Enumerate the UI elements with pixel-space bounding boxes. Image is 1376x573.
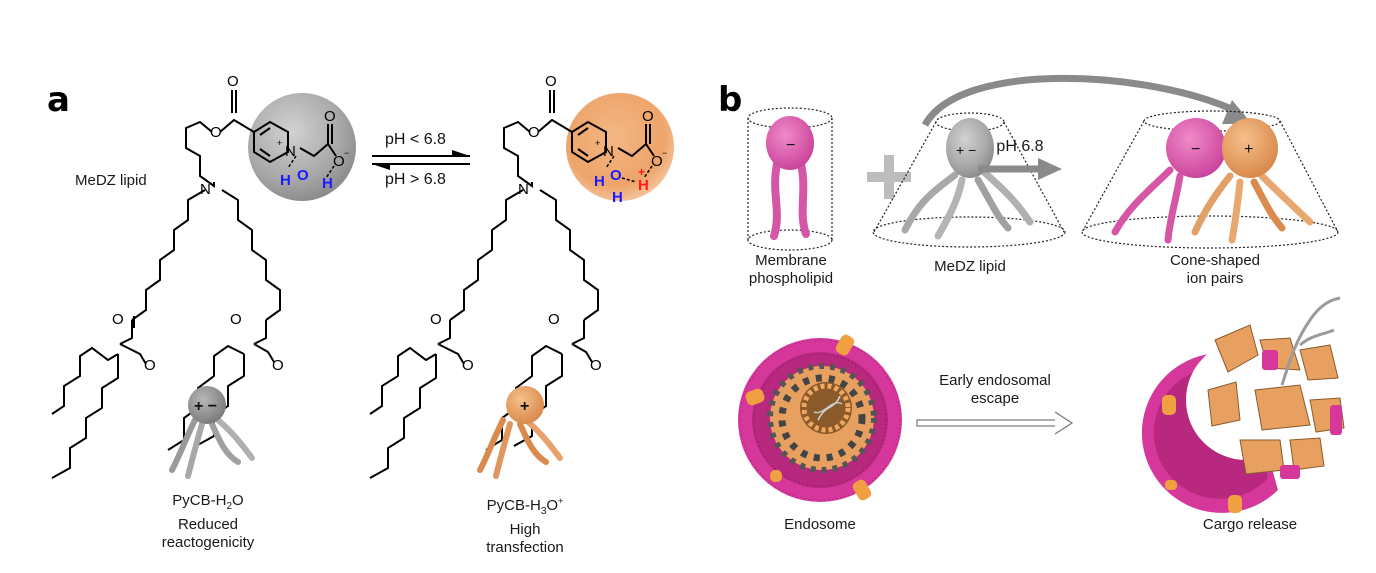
atom-plus-proton-right: + (638, 165, 645, 179)
atom-plus-left: + (277, 138, 282, 148)
atom-n-amine-right: N (518, 181, 529, 198)
medz-molecule (901, 118, 1034, 240)
atom-o-ester2-right: O (430, 311, 442, 328)
atom-h-proton-right: H (638, 177, 649, 194)
cone-shaped-ion-pairs-label: Cone-shaped ion pairs (1160, 252, 1270, 288)
left-molecule-bonds (51, 90, 337, 479)
cargo-release-label: Cargo release (1202, 516, 1298, 533)
formula-sub: 2 (226, 501, 233, 512)
left-species-line2: Reduced (177, 516, 239, 533)
membrane-label-line1: Membrane (755, 252, 827, 269)
formula-tail: O (546, 497, 559, 514)
left-species-formula: PyCB-H2O (138, 492, 278, 516)
formula-sub: 3 (540, 506, 547, 517)
atom-plus-right: + (595, 138, 600, 148)
right-molecule-bonds (369, 90, 655, 479)
orange-lipid-charge: + (520, 398, 529, 415)
atom-h2-water-left: H (322, 175, 333, 192)
atom-o-carbonyl-left: O (227, 73, 239, 90)
ion-pair-label-line2: ion pairs (1186, 270, 1244, 287)
medz-cone (872, 112, 1066, 248)
gray-lipid-charge: + − (194, 398, 217, 415)
ph-arrow-label: pH 6.8 (996, 138, 1044, 155)
atom-o-ester2-left: O (112, 311, 124, 328)
plus-sign (867, 155, 911, 199)
atom-h1-water-left: H (280, 172, 291, 189)
atom-n-amine-left: N (200, 181, 211, 198)
phospholipid-charge: − (786, 137, 795, 154)
formula-main: PyCB-H (486, 497, 541, 514)
ph-arrow-head (1038, 158, 1062, 180)
atom-n-pyridinium-right: N (603, 143, 614, 160)
formula-sup: + (558, 496, 564, 506)
ion-pair-molecules (1111, 118, 1314, 244)
cartoon-lipid-gray (169, 386, 255, 479)
right-species-line2: High (509, 521, 541, 538)
atom-o-carbonyl2-left: O (144, 357, 156, 374)
atom-o-ester-right: O (528, 124, 540, 141)
atom-o-hydronium-right: O (610, 167, 622, 184)
cartoon-lipid-orange (477, 386, 563, 479)
membrane-phospholipid-label: Membrane phospholipid (736, 252, 846, 288)
left-species-line3: reactogenicity (161, 534, 255, 551)
atom-o-carbonyl2-right: O (462, 357, 474, 374)
panel-b-letter: b (718, 80, 743, 120)
membrane-label-line2: phospholipid (748, 270, 834, 287)
endosome-label: Endosome (784, 516, 856, 533)
phospholipid-molecule (766, 116, 814, 240)
escape-arrow (916, 411, 1074, 435)
right-species-line3: transfection (486, 539, 564, 556)
atom-o-carbonyl3-left: O (272, 357, 284, 374)
ion-pair-neg-charge: − (1191, 141, 1200, 158)
medz-lipid-label-b: MeDZ lipid (934, 258, 1006, 275)
curved-arrow-head (1222, 100, 1252, 124)
atom-o-acid-left: O (324, 108, 336, 125)
atom-o-ester-left: O (210, 124, 222, 141)
atom-minus-left: − (344, 148, 349, 158)
right-species-formula: PyCB-H3O+ (455, 492, 595, 521)
atom-o-acid-right: O (642, 108, 654, 125)
early-endosomal-escape-label: Early endosomal escape (930, 372, 1060, 408)
formula-tail: O (232, 492, 244, 509)
left-species-caption: PyCB-H2O Reduced reactogenicity (138, 492, 278, 552)
atom-h2-hydronium-right: H (612, 189, 623, 206)
atom-h1-hydronium-right: H (594, 173, 605, 190)
ion-pair-pos-charge: + (1244, 141, 1253, 158)
medz-charge: + − (956, 142, 976, 158)
atom-o-anion-left: O (333, 153, 345, 170)
left-headgroup-sphere (248, 93, 356, 201)
atom-minus-right: − (662, 148, 667, 158)
escape-label-line2: escape (970, 390, 1020, 407)
medz-lipid-label: MeDZ lipid (75, 172, 147, 189)
endosome-illustration (738, 334, 902, 502)
atom-o-ester3-right: O (548, 311, 560, 328)
equilibrium-forward-label: pH < 6.8 (385, 131, 446, 148)
atom-o-water-left: O (297, 167, 309, 184)
right-headgroup-sphere (566, 93, 674, 201)
atom-o-carbonyl-right: O (545, 73, 557, 90)
equilibrium-reverse-label: pH > 6.8 (385, 171, 446, 188)
cargo-release-illustration (1141, 296, 1345, 513)
atom-o-ester3-left: O (230, 311, 242, 328)
ion-pair-label-line1: Cone-shaped (1169, 252, 1261, 269)
atom-o-carbonyl3-right: O (590, 357, 602, 374)
equilibrium-arrows (372, 150, 470, 170)
formula-main: PyCB-H (172, 492, 227, 509)
right-species-caption: PyCB-H3O+ High transfection (455, 492, 595, 557)
panel-a-letter: a (47, 80, 70, 120)
atom-o-anion-right: O (651, 153, 663, 170)
escape-label-line1: Early endosomal (939, 372, 1051, 389)
curved-arrow (921, 74, 1240, 127)
atom-n-pyridinium-left: N (285, 143, 296, 160)
